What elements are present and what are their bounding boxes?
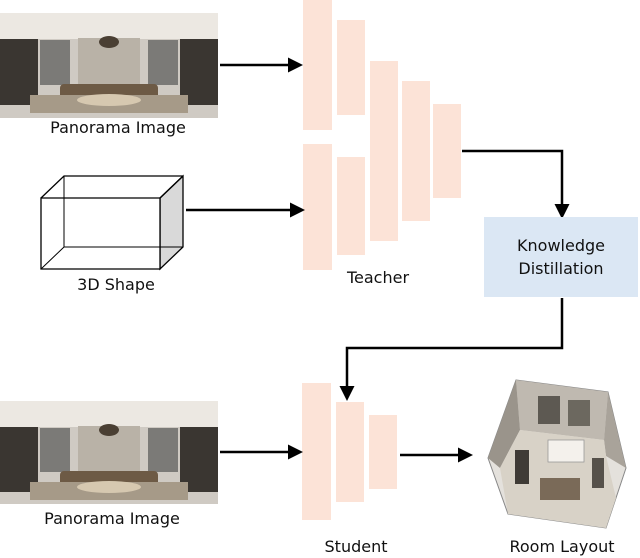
room-layout-3d bbox=[487, 379, 627, 529]
shape-label: 3D Shape bbox=[77, 275, 155, 294]
teacher-label: Teacher bbox=[346, 268, 410, 287]
student-layer-1 bbox=[302, 383, 331, 520]
student-network bbox=[302, 383, 397, 520]
teacher-layer-1a bbox=[303, 0, 332, 130]
teacher-layer-2a bbox=[337, 20, 365, 115]
panorama-top-label: Panorama Image bbox=[50, 118, 186, 137]
teacher-layer-1b bbox=[303, 144, 332, 270]
student-layer-2 bbox=[336, 402, 364, 502]
arrow-teacher-to-kd bbox=[462, 149, 570, 219]
panorama-image-bottom bbox=[0, 401, 218, 504]
student-label: Student bbox=[324, 537, 388, 556]
teacher-layer-5 bbox=[433, 104, 461, 198]
kd-label-line2: Distillation bbox=[518, 259, 604, 278]
teacher-layer-4 bbox=[402, 81, 430, 221]
teacher-layer-3 bbox=[370, 61, 398, 241]
student-layer-3 bbox=[369, 415, 397, 489]
3d-box-wireframe-icon bbox=[40, 174, 184, 271]
teacher-layer-2b bbox=[337, 157, 365, 255]
kd-label-line1: Knowledge bbox=[517, 236, 605, 255]
panorama-image-top bbox=[0, 13, 218, 118]
teacher-network bbox=[303, 0, 461, 270]
panorama-bottom-label: Panorama Image bbox=[44, 509, 180, 528]
arrow-kd-to-student bbox=[339, 298, 564, 401]
room-layout-label: Room Layout bbox=[509, 537, 615, 556]
connections bbox=[186, 57, 570, 463]
knowledge-distillation-box: Knowledge Distillation bbox=[484, 217, 638, 297]
